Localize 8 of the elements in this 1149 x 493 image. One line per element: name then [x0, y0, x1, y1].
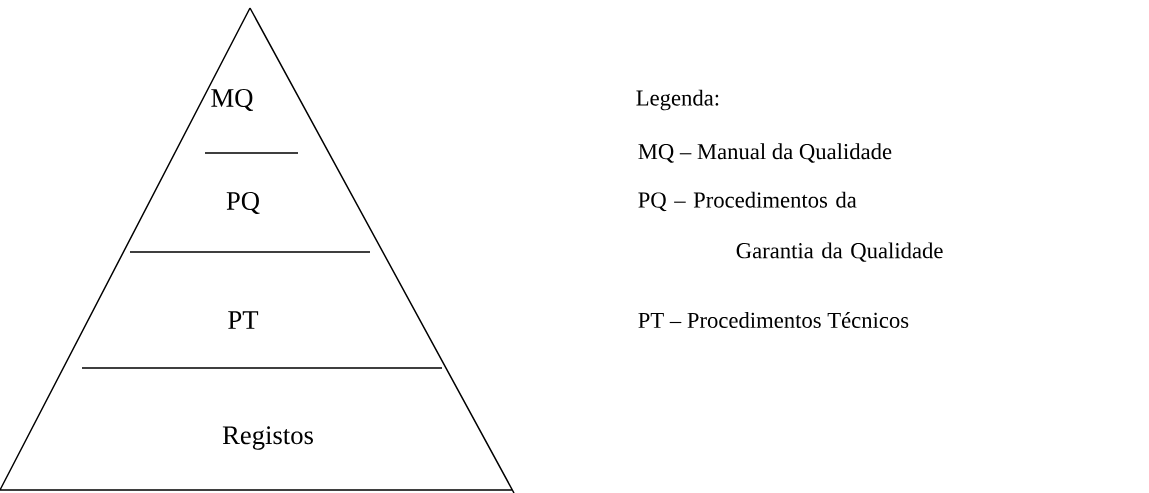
pyramid-level: PT — [228, 311, 259, 329]
pyramid-level: MQ — [211, 89, 254, 111]
legend-heading: Legenda: — [636, 89, 719, 111]
legend-entry: PQ – Procedimentos da Garantia da Qualidade — [638, 191, 943, 262]
legend-entry: PT – Procedimentos Técnicos — [638, 312, 909, 328]
legend-entry: MQ – Manual da Qualidade — [638, 143, 892, 163]
pyramid-level: Registos — [222, 426, 313, 450]
pyramid-level: PQ — [226, 192, 260, 214]
